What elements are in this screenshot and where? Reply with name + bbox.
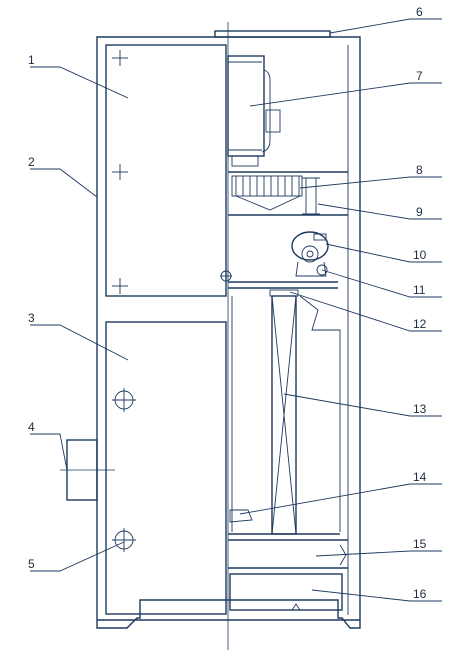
bottom-clamp [228,509,340,535]
callout-16: 16 [413,587,427,601]
filter-element [231,289,341,535]
callout-1: 1 [28,53,35,67]
dust-hopper [228,539,348,569]
callout-labels: 1 2 3 4 5 6 7 8 9 10 11 12 13 14 15 16 [28,5,427,601]
callout-9: 9 [416,205,423,219]
motor [227,55,281,167]
callout-6: 6 [416,5,423,19]
cabinet-body [96,30,361,629]
callout-8: 8 [416,163,423,177]
callout-13: 13 [413,402,427,416]
callout-3: 3 [28,311,35,325]
callout-7: 7 [416,69,423,83]
callout-2: 2 [28,155,35,169]
callout-5: 5 [28,557,35,571]
callout-14: 14 [413,470,427,484]
cam-mechanism [228,231,338,289]
callout-11: 11 [413,283,426,297]
callout-10: 10 [413,248,427,262]
callout-4: 4 [28,420,35,434]
callout-12: 12 [413,317,427,331]
side-handle [60,439,115,501]
upper-door-panel [105,44,227,297]
pivot-bearing [220,270,232,282]
lower-door-panel [105,321,227,615]
callout-15: 15 [413,537,427,551]
fan-impeller [231,175,320,215]
leader-lines [30,18,442,602]
dust-drawer [229,573,343,611]
